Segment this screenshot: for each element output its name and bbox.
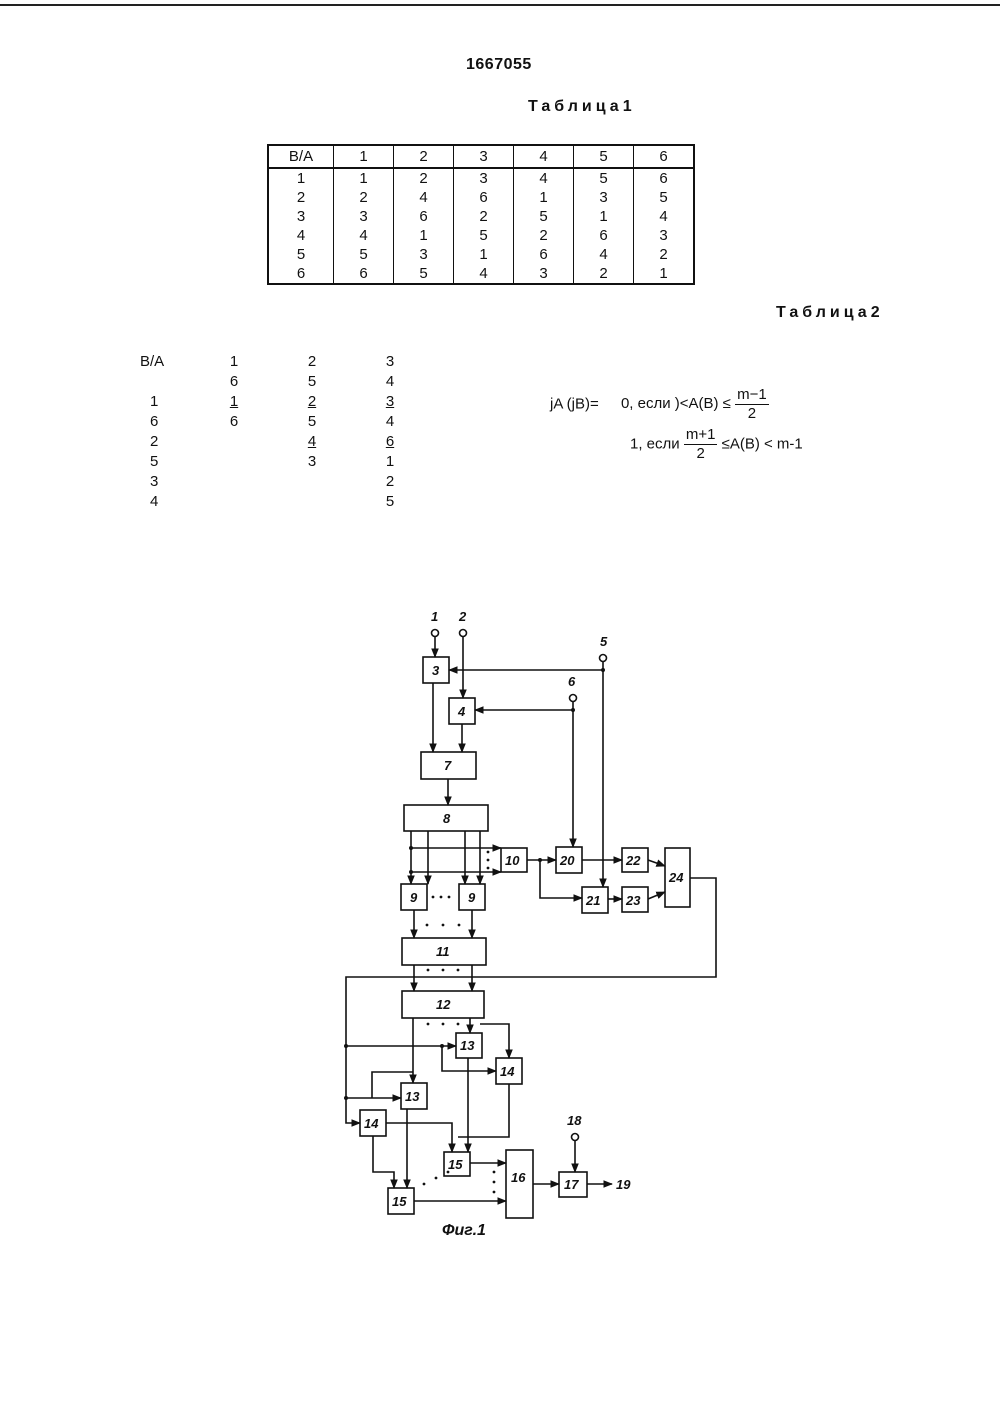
input-terminal-2	[460, 630, 467, 637]
label-block-12: 12	[436, 997, 451, 1012]
label-block-13b: 13	[405, 1089, 420, 1104]
label-input-18: 18	[567, 1113, 582, 1128]
label-output-19: 19	[616, 1177, 631, 1192]
label-block-21: 21	[585, 893, 600, 908]
ellipsis-dots	[344, 668, 605, 1193]
label-block-13a: 13	[460, 1038, 475, 1053]
label-block-3: 3	[432, 663, 440, 678]
label-block-11: 11	[436, 944, 450, 959]
label-input-2: 2	[458, 609, 467, 624]
input-terminal-1	[432, 630, 439, 637]
label-block-9b: 9	[468, 890, 476, 905]
label-block-15b: 15	[392, 1194, 407, 1209]
label-block-20: 20	[559, 853, 575, 868]
label-block-22: 22	[625, 853, 641, 868]
label-block-10: 10	[505, 853, 520, 868]
label-input-5: 5	[600, 634, 608, 649]
label-block-4: 4	[457, 704, 466, 719]
label-block-15a: 15	[448, 1157, 463, 1172]
figure-caption: Фиг.1	[442, 1222, 486, 1240]
label-block-24: 24	[668, 870, 684, 885]
connection-lines	[346, 637, 716, 1201]
label-input-6: 6	[568, 674, 576, 689]
label-input-1: 1	[431, 609, 438, 624]
input-terminal-18	[572, 1134, 579, 1141]
label-block-14b: 14	[364, 1116, 379, 1131]
label-block-7: 7	[444, 758, 452, 773]
label-block-16: 16	[511, 1170, 526, 1185]
label-block-9a: 9	[410, 890, 418, 905]
label-block-14a: 14	[500, 1064, 515, 1079]
label-block-8: 8	[443, 811, 451, 826]
label-block-23: 23	[625, 893, 641, 908]
label-block-17: 17	[564, 1177, 579, 1192]
input-terminal-6	[570, 695, 577, 702]
input-terminal-5	[600, 655, 607, 662]
